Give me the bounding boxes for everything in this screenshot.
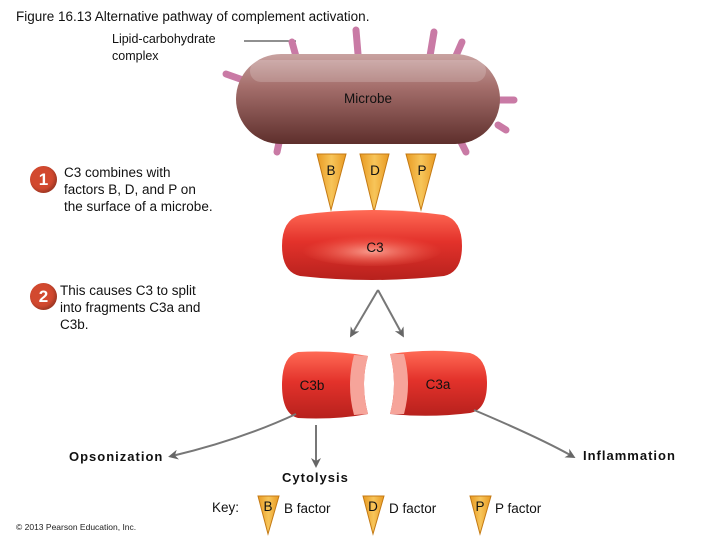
step-1-badge: 1: [30, 166, 57, 193]
step-2-badge: 2: [30, 283, 57, 310]
key-triangle-d: D: [362, 495, 385, 536]
factor-d-letter: D: [370, 163, 380, 178]
split-arrows: [349, 289, 404, 338]
key-triangle-b-letter: B: [263, 499, 272, 514]
key-d-factor-text: D factor: [389, 501, 437, 516]
c3-label: C3: [366, 240, 383, 255]
outcome-arrows: [168, 409, 576, 468]
key-triangle-d-letter: D: [368, 499, 378, 514]
factor-b: B: [316, 153, 347, 212]
key-triangle-b: B: [257, 495, 280, 536]
c3a-label: C3a: [426, 377, 451, 392]
factor-p: P: [405, 153, 437, 212]
c3a-fragment: C3a: [390, 350, 487, 416]
copyright-notice: © 2013 Pearson Education, Inc.: [16, 522, 137, 532]
factor-b-letter: B: [326, 163, 335, 178]
step-1-text: C3 combines with factors B, D, and P on …: [64, 165, 213, 214]
key-label: Key:: [212, 500, 240, 515]
step-2-text: This causes C3 to split into fragments C…: [60, 283, 201, 332]
key-b-factor-text: B factor: [284, 501, 331, 516]
cytolysis-label: Cytolysis: [282, 470, 349, 485]
lipid-carbohydrate-label: Lipid-carbohydrate complex: [112, 32, 216, 63]
key-triangle-p-letter: P: [475, 499, 484, 514]
inflammation-label: Inflammation: [583, 448, 676, 463]
key-p-factor-text: P factor: [495, 501, 542, 516]
opsonization-label: Opsonization: [69, 449, 164, 464]
microbe-body: [236, 54, 500, 144]
microbe-label: Microbe: [344, 91, 392, 106]
c3b-label: C3b: [300, 378, 325, 393]
figure-title: Figure 16.13 Alternative pathway of comp…: [16, 9, 370, 24]
c3-molecule: C3: [282, 210, 462, 280]
c3b-fragment: C3b: [282, 351, 368, 419]
key-triangle-p: P: [469, 495, 492, 536]
factor-p-letter: P: [417, 163, 426, 178]
factor-d: D: [359, 153, 390, 213]
